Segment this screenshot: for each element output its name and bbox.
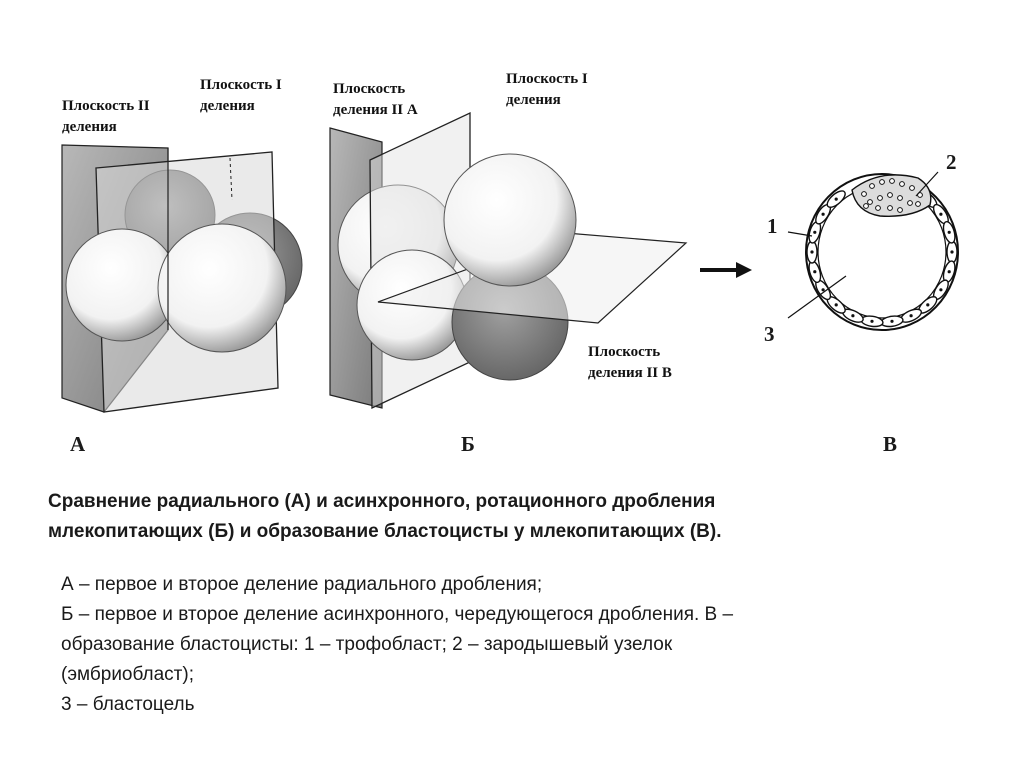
label-b-plane-2a-line2: деления II А <box>333 102 418 118</box>
trophoblast-nucleus <box>851 314 855 318</box>
embryoblast-cell <box>889 178 895 184</box>
trophoblast-nucleus <box>947 230 951 234</box>
embryoblast-cell <box>897 195 903 201</box>
trophoblast-nucleus <box>834 197 838 201</box>
embryoblast-cell <box>899 181 905 187</box>
panel-letter-b: Б <box>461 432 475 456</box>
label-b-plane-2b-line2: деления II В <box>588 365 672 381</box>
label-b-plane-2b: Плоскость деления II В <box>588 342 672 384</box>
embryoblast-cell <box>879 179 885 185</box>
label-a-plane-2-line1: Плоскость II <box>62 98 150 114</box>
embryoblast-cell <box>909 185 915 191</box>
trophoblast-nucleus <box>813 270 817 274</box>
trophoblast-nucleus <box>821 212 825 216</box>
embryoblast-cell <box>907 200 913 206</box>
trophoblast-nucleus <box>950 250 954 254</box>
figure-caption: Сравнение радиального (А) и асинхронного… <box>48 487 988 547</box>
arrow-right-icon <box>700 262 752 278</box>
description-line-4: (эмбриобласт); <box>61 664 194 685</box>
trophoblast-nucleus <box>926 303 930 307</box>
description-line-2: Б – первое и второе деление асинхронного… <box>61 604 734 625</box>
label-b-plane-2a: Плоскость деления II А <box>333 79 418 121</box>
trophoblast-nucleus <box>909 314 913 318</box>
blastocyst-label-3: 3 <box>764 322 775 346</box>
a-cell-front-right <box>157 223 287 353</box>
figure-description: А – первое и второе деление радиального … <box>61 570 961 720</box>
embryoblast-cell <box>877 195 883 201</box>
blastocyst-drawing <box>787 171 959 331</box>
caption-line-1: Сравнение радиального (А) и асинхронного… <box>48 491 716 512</box>
embryoblast-cell <box>869 183 875 189</box>
label-a-plane-1-line2: деления <box>200 98 255 114</box>
trophoblast-nucleus <box>821 288 825 292</box>
panel-a-drawing <box>61 144 303 413</box>
label-b-plane-1-line1: Плоскость I <box>506 71 588 87</box>
blastocyst-outline <box>805 173 959 331</box>
blastocyst-label-1: 1 <box>767 214 778 238</box>
description-line-5: 3 – бластоцель <box>61 694 195 715</box>
trophoblast-nucleus <box>810 250 814 254</box>
trophoblast-nucleus <box>890 319 894 323</box>
trophoblast-nucleus <box>834 303 838 307</box>
embryoblast-cell <box>867 199 873 205</box>
trophoblast-nucleus <box>813 230 817 234</box>
embryoblast-cell <box>861 191 867 197</box>
caption-line-2: млекопитающих (Б) и образование бластоци… <box>48 521 722 542</box>
label-a-plane-2: Плоскость II деления <box>62 96 150 138</box>
panel-b-drawing <box>329 111 688 410</box>
embryoblast-cell <box>887 192 893 198</box>
description-line-1: А – первое и второе деление радиального … <box>61 574 543 595</box>
trophoblast-nucleus <box>939 288 943 292</box>
trophoblast-nucleus <box>947 270 951 274</box>
panel-letter-a: А <box>70 432 86 456</box>
cleavage-figure <box>61 111 959 413</box>
embryoblast-cell <box>863 203 869 209</box>
embryoblast-cell <box>875 205 881 211</box>
label-b-plane-1: Плоскость I деления <box>506 69 588 111</box>
trophoblast-nucleus <box>870 319 874 323</box>
label-b-plane-2b-line1: Плоскость <box>588 344 661 360</box>
panel-letter-c: В <box>883 432 898 456</box>
label-a-plane-2-line2: деления <box>62 119 117 135</box>
label-b-plane-1-line2: деления <box>506 92 561 108</box>
description-line-3: образование бластоцисты: 1 – трофобласт;… <box>61 634 673 655</box>
embryoblast-cell <box>887 205 893 211</box>
label-b-plane-2a-line1: Плоскость <box>333 81 406 97</box>
label-a-plane-1-line1: Плоскость I <box>200 77 282 93</box>
b-cell-top-right <box>443 153 577 287</box>
trophoblast-nucleus <box>939 212 943 216</box>
label-a-plane-1: Плоскость I деления <box>200 75 282 117</box>
blastocyst-label-2: 2 <box>946 150 957 174</box>
embryoblast-cell <box>915 201 921 207</box>
embryoblast-cell <box>897 207 903 213</box>
